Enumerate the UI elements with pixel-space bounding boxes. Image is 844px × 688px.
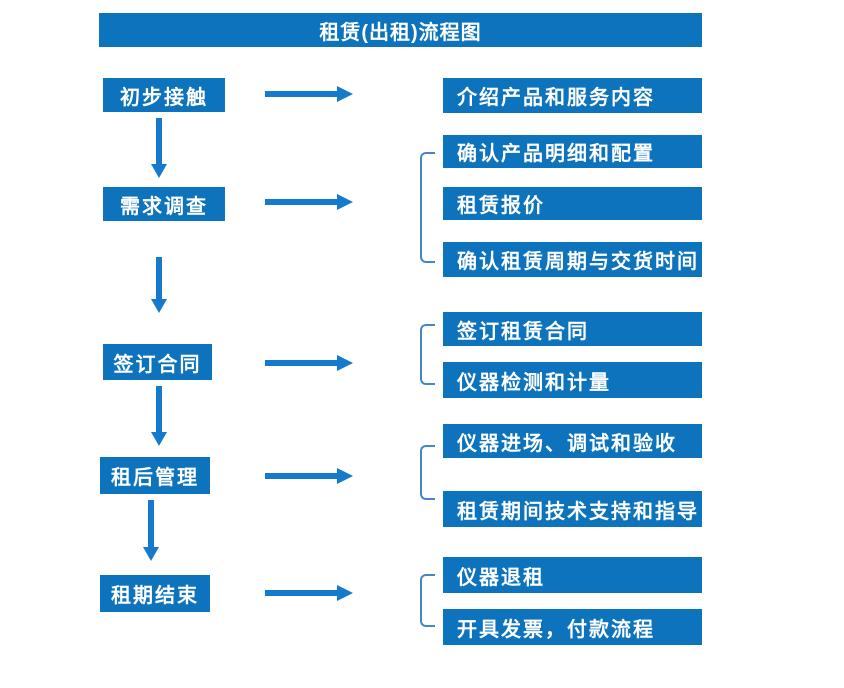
detail-rental-quote: 租赁报价 xyxy=(443,187,702,220)
arrow-right-icon-1 xyxy=(265,86,353,102)
detail-rental-technical-support-guidance: 租赁期间技术支持和指导 xyxy=(443,491,702,527)
group-bracket-demand-survey xyxy=(420,152,435,263)
arrow-down-icon-1 xyxy=(151,118,167,178)
flow-step-sign-contract: 签订合同 xyxy=(103,344,212,380)
detail-instrument-testing-metering: 仪器检测和计量 xyxy=(443,362,702,398)
arrow-down-icon-2 xyxy=(151,257,167,313)
flow-step-post-rental-management: 租后管理 xyxy=(100,457,210,494)
arrow-right-icon-2 xyxy=(265,194,353,210)
detail-instrument-entry-commissioning-acceptance: 仪器进场、调试和验收 xyxy=(443,424,702,458)
arrow-down-icon-3 xyxy=(151,386,167,446)
detail-sign-rental-contract: 签订租赁合同 xyxy=(443,312,702,346)
flow-step-demand-survey: 需求调查 xyxy=(103,187,225,221)
detail-instrument-return: 仪器退租 xyxy=(443,557,702,593)
group-bracket-sign-contract xyxy=(420,324,435,385)
detail-invoicing-payment-process: 开具发票，付款流程 xyxy=(443,609,702,645)
flow-step-initial-contact: 初步接触 xyxy=(103,78,225,112)
arrow-right-icon-3 xyxy=(265,355,353,371)
arrow-right-icon-4 xyxy=(265,468,353,484)
flowchart-title: 租赁(出租)流程图 xyxy=(99,13,702,47)
detail-confirm-product-details-config: 确认产品明细和配置 xyxy=(443,135,702,168)
arrow-down-icon-4 xyxy=(143,500,159,561)
flow-step-rental-end: 租期结束 xyxy=(100,575,210,612)
group-bracket-post-rental xyxy=(420,445,435,500)
arrow-right-icon-5 xyxy=(265,585,353,601)
detail-intro-products-services: 介绍产品和服务内容 xyxy=(443,78,702,113)
group-bracket-rental-end xyxy=(420,574,435,627)
detail-confirm-rental-period-delivery: 确认租赁周期与交货时间 xyxy=(443,242,702,277)
